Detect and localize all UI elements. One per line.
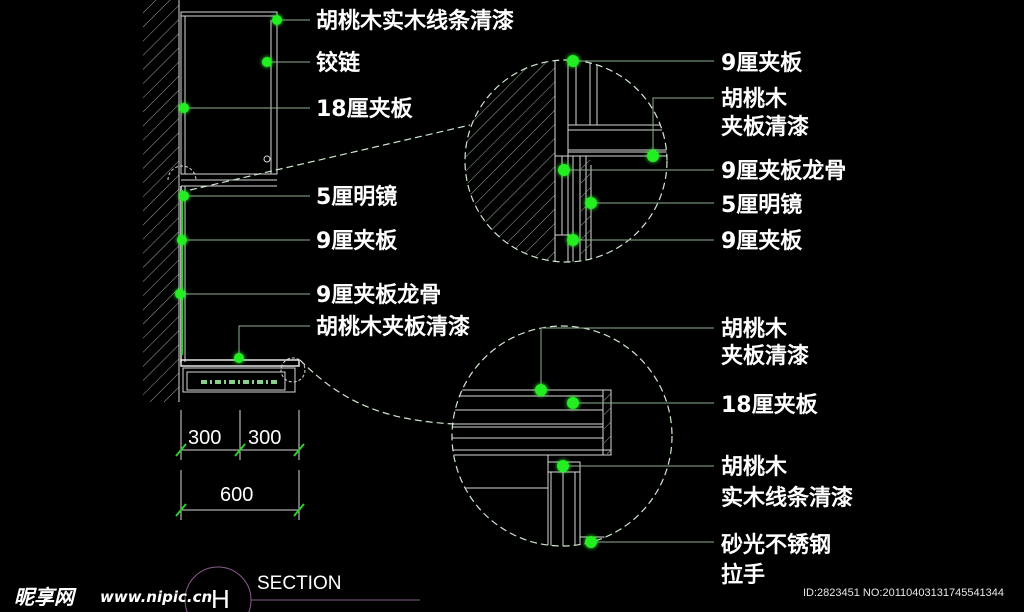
label-walnut-trim: 胡桃木实木线条清漆 [316, 8, 514, 34]
watermark-site-name: 昵享网 [14, 585, 77, 609]
leader-dot [535, 384, 547, 396]
label-walnut-trim-line1: 胡桃木 [721, 455, 788, 480]
callout-connector-bottom [299, 359, 455, 425]
leader-dot [647, 150, 659, 162]
leader-dot [272, 15, 282, 25]
dimension-300-right: 300 [248, 427, 281, 449]
callout-connector-top [189, 124, 471, 191]
leader-dot [557, 460, 569, 472]
leader-dot [179, 103, 189, 113]
watermark-site-url: www.nipic.cn [100, 588, 212, 606]
leader-dot [262, 57, 272, 67]
dimension-600-total: 600 [220, 484, 253, 506]
label-9mm-plywood-frame: 9厘夹板龙骨 [316, 283, 441, 308]
detail-top-labels: 9厘夹板 胡桃木 夹板清漆 9厘夹板龙骨 5厘明镜 9厘夹板 [721, 51, 846, 254]
wall-panel [180, 186, 186, 362]
label-walnut-line2: 夹板清漆 [721, 343, 809, 369]
leader-dot [177, 235, 187, 245]
dimensions: 300 300 600 [175, 410, 305, 520]
label-5mm-mirror: 5厘明镜 [721, 192, 802, 218]
detail-bottom-leaders [535, 327, 714, 548]
hinge-icon [263, 155, 271, 163]
section-letter: H [211, 584, 230, 612]
leader-dot [585, 197, 597, 209]
label-steel-handle-line1: 砂光不锈钢 [721, 532, 831, 558]
section-marker: H SECTION [184, 566, 420, 612]
leader-dot [558, 164, 570, 176]
label-walnut-line1: 胡桃木 [721, 317, 788, 342]
label-walnut-veneer: 胡桃木夹板清漆 [316, 314, 470, 340]
leader-dot [585, 536, 597, 548]
leader-dot [567, 234, 579, 246]
detail-top-leaders [558, 55, 714, 246]
label-walnut-trim-line2: 实木线条清漆 [721, 485, 853, 511]
leader-dot [175, 289, 185, 299]
section-title: SECTION [257, 573, 341, 594]
watermark: 昵享网 www.nipic.cn ID:2823451 NO:201104031… [14, 585, 1004, 609]
label-18mm-plywood: 18厘夹板 [316, 97, 414, 122]
label-walnut-line2: 夹板清漆 [721, 114, 809, 140]
detail-circle-bottom [451, 325, 673, 547]
lower-counter [180, 357, 306, 393]
leader-dot [179, 191, 189, 201]
label-5mm-mirror: 5厘明镜 [316, 184, 397, 210]
label-9mm-plywood: 9厘夹板 [316, 229, 398, 254]
label-9mm-plywood-frame: 9厘夹板龙骨 [721, 159, 846, 184]
leader-dot [567, 397, 579, 409]
elevation-labels: 胡桃木实木线条清漆 铰链 18厘夹板 5厘明镜 9厘夹板 9厘夹板龙骨 胡桃木夹… [316, 8, 514, 340]
wall-hatch [143, 0, 180, 402]
label-steel-handle-line2: 拉手 [721, 562, 765, 588]
elevation-leaders [175, 15, 310, 363]
label-9mm-plywood: 9厘夹板 [721, 51, 803, 76]
leader-dot [567, 55, 579, 67]
label-hinge: 铰链 [316, 50, 360, 76]
label-18mm-plywood: 18厘夹板 [721, 393, 819, 418]
watermark-id: ID:2823451 NO:20110403131745541344 [803, 587, 1004, 599]
label-9mm-plywood: 9厘夹板 [721, 229, 803, 254]
dimension-300-left: 300 [188, 427, 221, 449]
upper-cabinet [167, 11, 278, 187]
leader-dot [234, 353, 244, 363]
detail-bottom-labels: 胡桃木 夹板清漆 18厘夹板 胡桃木 实木线条清漆 砂光不锈钢 拉手 [721, 317, 853, 588]
label-walnut-line1: 胡桃木 [721, 87, 788, 112]
